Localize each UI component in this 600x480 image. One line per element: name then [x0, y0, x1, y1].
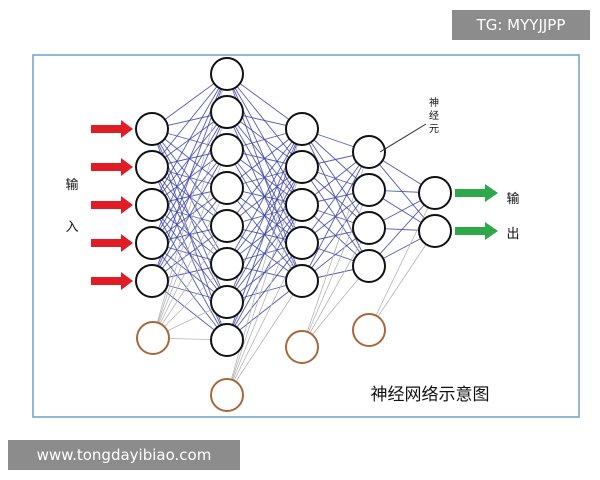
- bias-connection-line: [368, 192, 436, 331]
- neuron-node: [210, 285, 244, 319]
- bias-connection-line: [152, 263, 228, 339]
- neuron-node: [285, 150, 319, 184]
- neuron-node: [135, 112, 169, 146]
- input-arrow: [91, 158, 133, 176]
- input-arrow: [91, 120, 133, 138]
- neuron-callout-char-1: 神: [429, 96, 439, 109]
- neuron-node: [210, 95, 244, 129]
- connection-line: [151, 73, 228, 206]
- neuron-node: [285, 188, 319, 222]
- connection-line: [226, 204, 303, 341]
- neuron-node: [210, 57, 244, 91]
- connection-line: [151, 187, 228, 282]
- neuron-node: [135, 226, 169, 260]
- neuron-node: [352, 211, 386, 245]
- neuron-node: [210, 133, 244, 167]
- arrows-group: [91, 120, 498, 290]
- connection-line: [226, 128, 303, 227]
- input-arrow: [91, 272, 133, 290]
- neuron-node: [135, 264, 169, 298]
- bias-connection-line: [152, 225, 228, 339]
- output-arrow: [455, 184, 498, 202]
- connection-line: [301, 189, 370, 282]
- bias-connection-line: [152, 187, 228, 339]
- neuron-callout-line: [379, 123, 427, 153]
- connection-line: [151, 149, 228, 282]
- input-label-char-2: 入: [65, 220, 78, 235]
- output-arrow: [455, 222, 498, 240]
- neuron-node: [285, 226, 319, 260]
- neuron-node: [210, 323, 244, 357]
- neuron-node: [418, 176, 452, 210]
- connection-line: [151, 73, 228, 168]
- neuron-node: [210, 247, 244, 281]
- neuron-node: [352, 173, 386, 207]
- bias-connection-line: [368, 230, 436, 331]
- diagram-title: 神经网络示意图: [371, 385, 490, 405]
- output-label-char-1: 输: [506, 191, 519, 207]
- bias-node: [352, 313, 386, 347]
- neuron-node: [352, 249, 386, 283]
- neuron-node: [285, 112, 319, 146]
- neuron-node: [210, 171, 244, 205]
- input-label-char-1: 输: [65, 177, 78, 193]
- bias-connection-line: [226, 280, 303, 396]
- neuron-node: [135, 188, 169, 222]
- bias-connection-line: [301, 227, 370, 348]
- connection-line: [226, 242, 303, 341]
- neuron-node: [418, 214, 452, 248]
- neuron-node: [352, 135, 386, 169]
- connection-line: [301, 151, 370, 244]
- input-arrow: [91, 196, 133, 214]
- neuron-node: [210, 209, 244, 243]
- neuron-node: [285, 264, 319, 298]
- input-arrow: [91, 234, 133, 252]
- bias-node: [285, 330, 319, 364]
- connection-line: [226, 128, 303, 265]
- neurons-group: [135, 57, 452, 412]
- neuron-node: [135, 150, 169, 184]
- watermark-bottom-left: www.tongdayibiao.com: [8, 440, 240, 470]
- bias-node: [136, 321, 170, 355]
- bias-connection-line: [226, 242, 303, 396]
- neuron-callout-char-2: 经: [429, 109, 439, 122]
- neuron-callout-char-3: 元: [429, 124, 439, 135]
- bias-node: [210, 378, 244, 412]
- watermark-top-right: TG: MYYJJPP: [452, 10, 590, 40]
- output-label-char-2: 出: [506, 227, 519, 242]
- connection-line: [301, 151, 370, 282]
- bias-connection-line: [301, 265, 370, 348]
